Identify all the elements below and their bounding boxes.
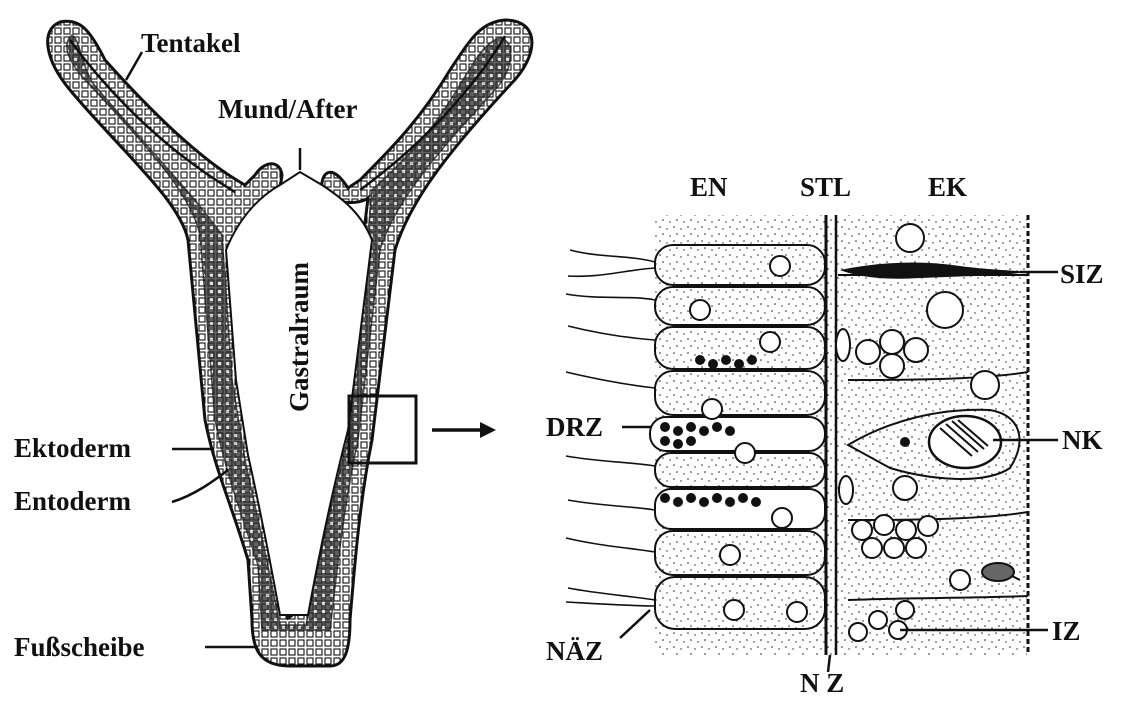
- label-fussscheibe: Fußscheibe: [14, 632, 145, 662]
- label-entoderm: Entoderm: [14, 486, 132, 516]
- label-drz: DRZ: [546, 412, 603, 442]
- label-tentakel: Tentakel: [141, 28, 241, 58]
- tentakel-pointer: [126, 52, 142, 80]
- label-ek: EK: [928, 172, 967, 202]
- label-mund-after: Mund/After: [218, 94, 357, 124]
- naez-pointer: [620, 610, 650, 638]
- label-en: EN: [690, 172, 728, 202]
- tissue-detail-drawing: EN STL EK SIZ DRZ NK NÄZ IZ N Z: [546, 172, 1104, 696]
- label-nz: N Z: [800, 668, 844, 696]
- label-stl: STL: [800, 172, 851, 202]
- label-ektoderm: Ektoderm: [14, 433, 132, 463]
- label-naez: NÄZ: [546, 636, 603, 666]
- label-iz: IZ: [1052, 616, 1081, 646]
- hydra-body-drawing: Tentakel Mund/After Gastralraum Ektoderm…: [14, 20, 532, 666]
- detail-arrow: [432, 422, 496, 438]
- label-gastralraum: Gastralraum: [284, 262, 314, 412]
- entoderm-pointer: [172, 470, 228, 502]
- label-siz: SIZ: [1060, 259, 1104, 289]
- label-nk: NK: [1062, 425, 1103, 455]
- endoderm-cells: [650, 245, 825, 629]
